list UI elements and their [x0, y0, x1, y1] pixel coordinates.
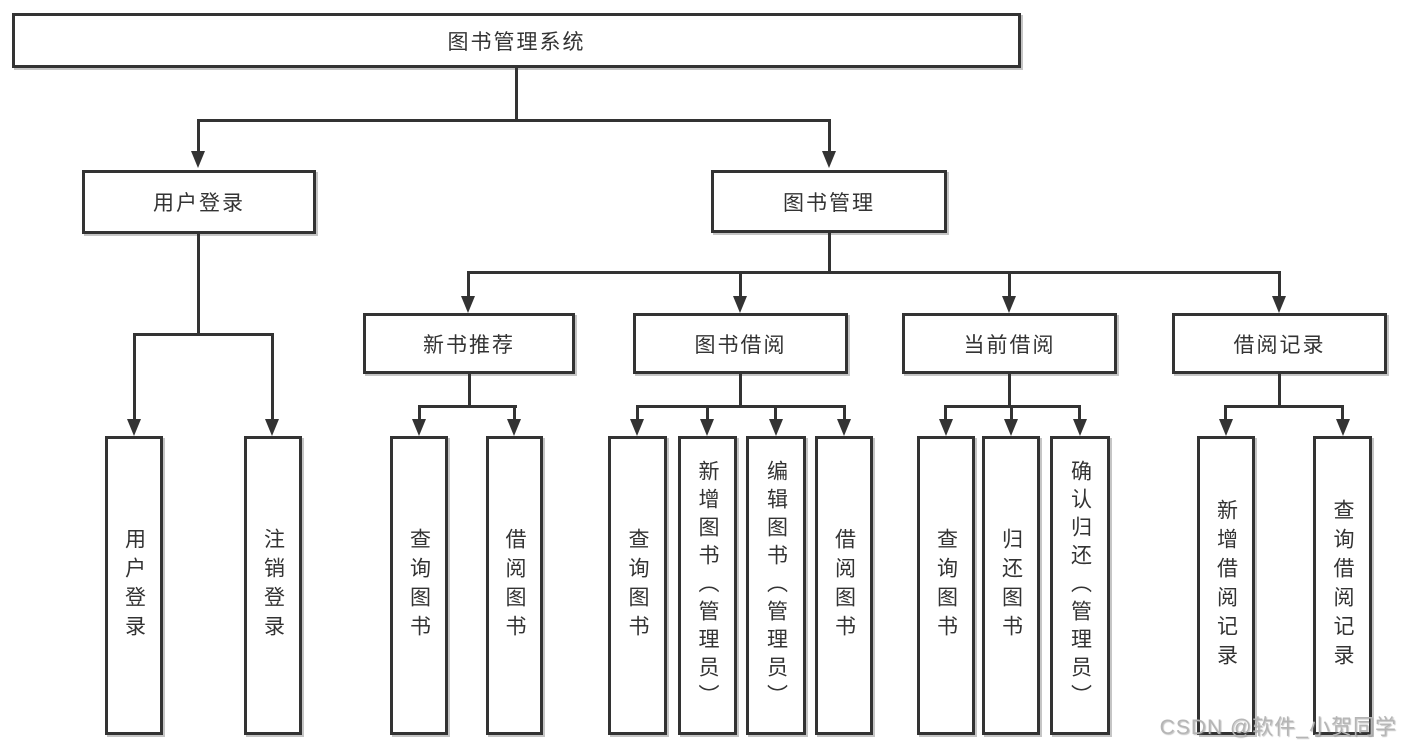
leaf-return-books: 归还图书 [982, 436, 1040, 735]
connector-book-borrowing-stem [739, 374, 742, 407]
arrowhead-query-borrow-record [1336, 419, 1350, 436]
arrowhead-confirm-return [1073, 419, 1087, 436]
leaf-user-login: 用户登录 [105, 436, 163, 735]
connector-borrowing-records-rail [1224, 405, 1344, 408]
connector-borrowing-records-stem [1278, 374, 1281, 407]
node-root: 图书管理系统 [12, 13, 1021, 68]
connector-to-query-borrow-record [1341, 405, 1344, 420]
leaf-query-books-2: 查询图书 [608, 436, 667, 735]
connector-to-query-books-3 [944, 405, 947, 420]
connector-to-borrow-books-2 [843, 405, 846, 420]
leaf-add-books-admin-label: 新增图书（管理员） [696, 459, 719, 712]
arrowhead-edit-books [769, 419, 783, 436]
node-book-borrowing: 图书借阅 [633, 313, 848, 374]
node-new-book-recommendation: 新书推荐 [363, 313, 575, 374]
leaf-query-books-1-label: 查询图书 [407, 527, 431, 644]
arrowhead-borrow-books-1 [507, 419, 521, 436]
arrowhead-add-borrow-record [1219, 419, 1233, 436]
leaf-query-books-3: 查询图书 [917, 436, 975, 735]
arrowhead-query-books-1 [412, 419, 426, 436]
arrowhead-return-books [1004, 419, 1018, 436]
leaf-query-books-2-label: 查询图书 [626, 527, 649, 644]
leaf-borrow-books-2-label: 借阅图书 [832, 527, 856, 644]
watermark: CSDN @软件_小贺同学 [1159, 716, 1397, 739]
node-user-login: 用户登录 [82, 170, 316, 234]
leaf-add-books-admin: 新增图书（管理员） [678, 436, 737, 735]
node-book-management-label: 图书管理 [783, 191, 875, 215]
leaf-edit-books-admin-label: 编辑图书（管理员） [764, 459, 788, 712]
leaf-confirm-return-admin: 确认归还（管理员） [1050, 436, 1110, 735]
connector-to-query-books-1 [418, 405, 421, 420]
connector-current-borrowing-stem [1008, 374, 1011, 407]
leaf-query-books-1: 查询图书 [390, 436, 448, 735]
node-root-label: 图书管理系统 [447, 30, 586, 54]
leaf-logout-label: 注销登录 [261, 527, 285, 644]
connector-new-book-rail [418, 405, 517, 408]
arrowhead-current-borrowing [1002, 296, 1016, 313]
connector-to-add-books [706, 405, 709, 420]
connector-to-leaf-user-login [133, 333, 136, 419]
node-borrowing-records: 借阅记录 [1172, 313, 1387, 374]
leaf-edit-books-admin: 编辑图书（管理员） [746, 436, 806, 735]
connector-book-borrowing-rail [636, 405, 845, 408]
connector-to-new-book [467, 271, 470, 296]
connector-to-leaf-logout [271, 333, 274, 419]
leaf-logout: 注销登录 [244, 436, 302, 735]
node-new-book-recommendation-label: 新书推荐 [423, 333, 515, 357]
node-user-login-label: 用户登录 [153, 192, 245, 215]
connector-to-add-borrow-record [1224, 405, 1227, 420]
connector-user-login-rail [133, 333, 274, 336]
leaf-query-borrow-record: 查询借阅记录 [1313, 436, 1372, 735]
connector-to-user-login [197, 119, 200, 152]
node-book-borrowing-label: 图书借阅 [694, 333, 787, 357]
node-book-management: 图书管理 [711, 170, 947, 233]
connector-to-borrow-books-1 [513, 405, 516, 420]
leaf-add-borrow-record: 新增借阅记录 [1197, 436, 1255, 735]
node-current-borrowing: 当前借阅 [902, 313, 1117, 374]
connector-root-stem [515, 68, 518, 120]
leaf-borrow-books-2: 借阅图书 [815, 436, 873, 735]
arrowhead-query-books-2 [630, 419, 644, 436]
arrowhead-borrow-books-2 [837, 419, 851, 436]
connector-book-management-rail [467, 271, 1281, 274]
leaf-query-borrow-record-label: 查询借阅记录 [1331, 498, 1354, 673]
connector-user-login-stem [197, 233, 200, 335]
arrowhead-user-login [191, 151, 205, 168]
connector-to-book-borrowing [739, 271, 742, 296]
connector-root-rail [197, 119, 831, 122]
connector-to-edit-books [774, 405, 777, 420]
arrowhead-leaf-user-login [127, 419, 141, 436]
arrowhead-new-book [461, 296, 475, 313]
connector-to-return-books [1010, 405, 1013, 420]
connector-to-current-borrowing [1008, 271, 1011, 296]
leaf-borrow-books-1: 借阅图书 [486, 436, 543, 735]
node-borrowing-records-label: 借阅记录 [1233, 333, 1326, 357]
arrowhead-query-books-3 [939, 419, 953, 436]
leaf-borrow-books-1-label: 借阅图书 [503, 527, 526, 644]
connector-to-borrowing-records [1278, 271, 1281, 296]
leaf-return-books-label: 归还图书 [999, 527, 1023, 644]
leaf-confirm-return-admin-label: 确认归还（管理员） [1068, 459, 1092, 712]
leaf-query-books-3-label: 查询图书 [934, 527, 958, 644]
arrowhead-borrowing-records [1272, 296, 1286, 313]
leaf-add-borrow-record-label: 新增借阅记录 [1214, 498, 1238, 673]
connector-to-query-books-2 [636, 405, 639, 420]
arrowhead-add-books [700, 419, 714, 436]
arrowhead-book-management [822, 151, 836, 168]
arrowhead-leaf-logout [265, 419, 279, 436]
connector-to-book-management [828, 119, 831, 152]
connector-new-book-stem [468, 374, 471, 407]
connector-to-confirm-return [1078, 405, 1081, 420]
arrowhead-book-borrowing [733, 296, 747, 313]
node-current-borrowing-label: 当前借阅 [963, 333, 1056, 357]
leaf-user-login-label: 用户登录 [122, 527, 146, 644]
connector-book-management-stem [828, 233, 831, 273]
